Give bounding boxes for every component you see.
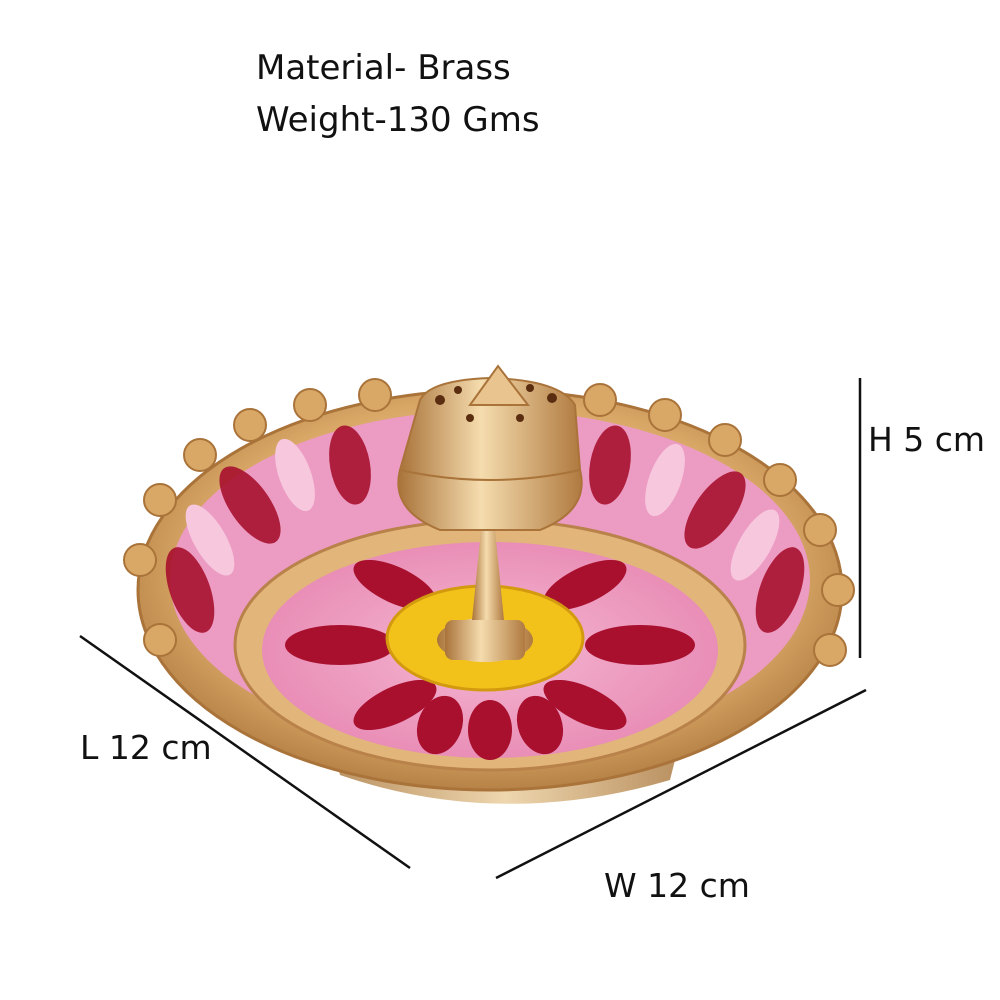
dimension-width-label: W 12 cm [604,866,750,905]
wall-petals-light [185,438,780,581]
holder-holes [435,384,557,422]
spec-material-text: Material- Brass [256,48,511,88]
wall-petals [165,425,805,633]
dimension-length-label: L 12 cm [80,728,212,767]
holder-cap [398,376,582,481]
floor-flower [285,559,695,760]
dimension-line-length [79,634,411,870]
stand-foot-cup [445,620,525,660]
stand-stem [472,520,504,620]
dimension-height-label: H 5 cm [868,420,986,459]
spec-weight-text: Weight-130 Gms [256,100,540,140]
holder-dome [468,364,531,406]
dimension-line-width [495,688,867,880]
